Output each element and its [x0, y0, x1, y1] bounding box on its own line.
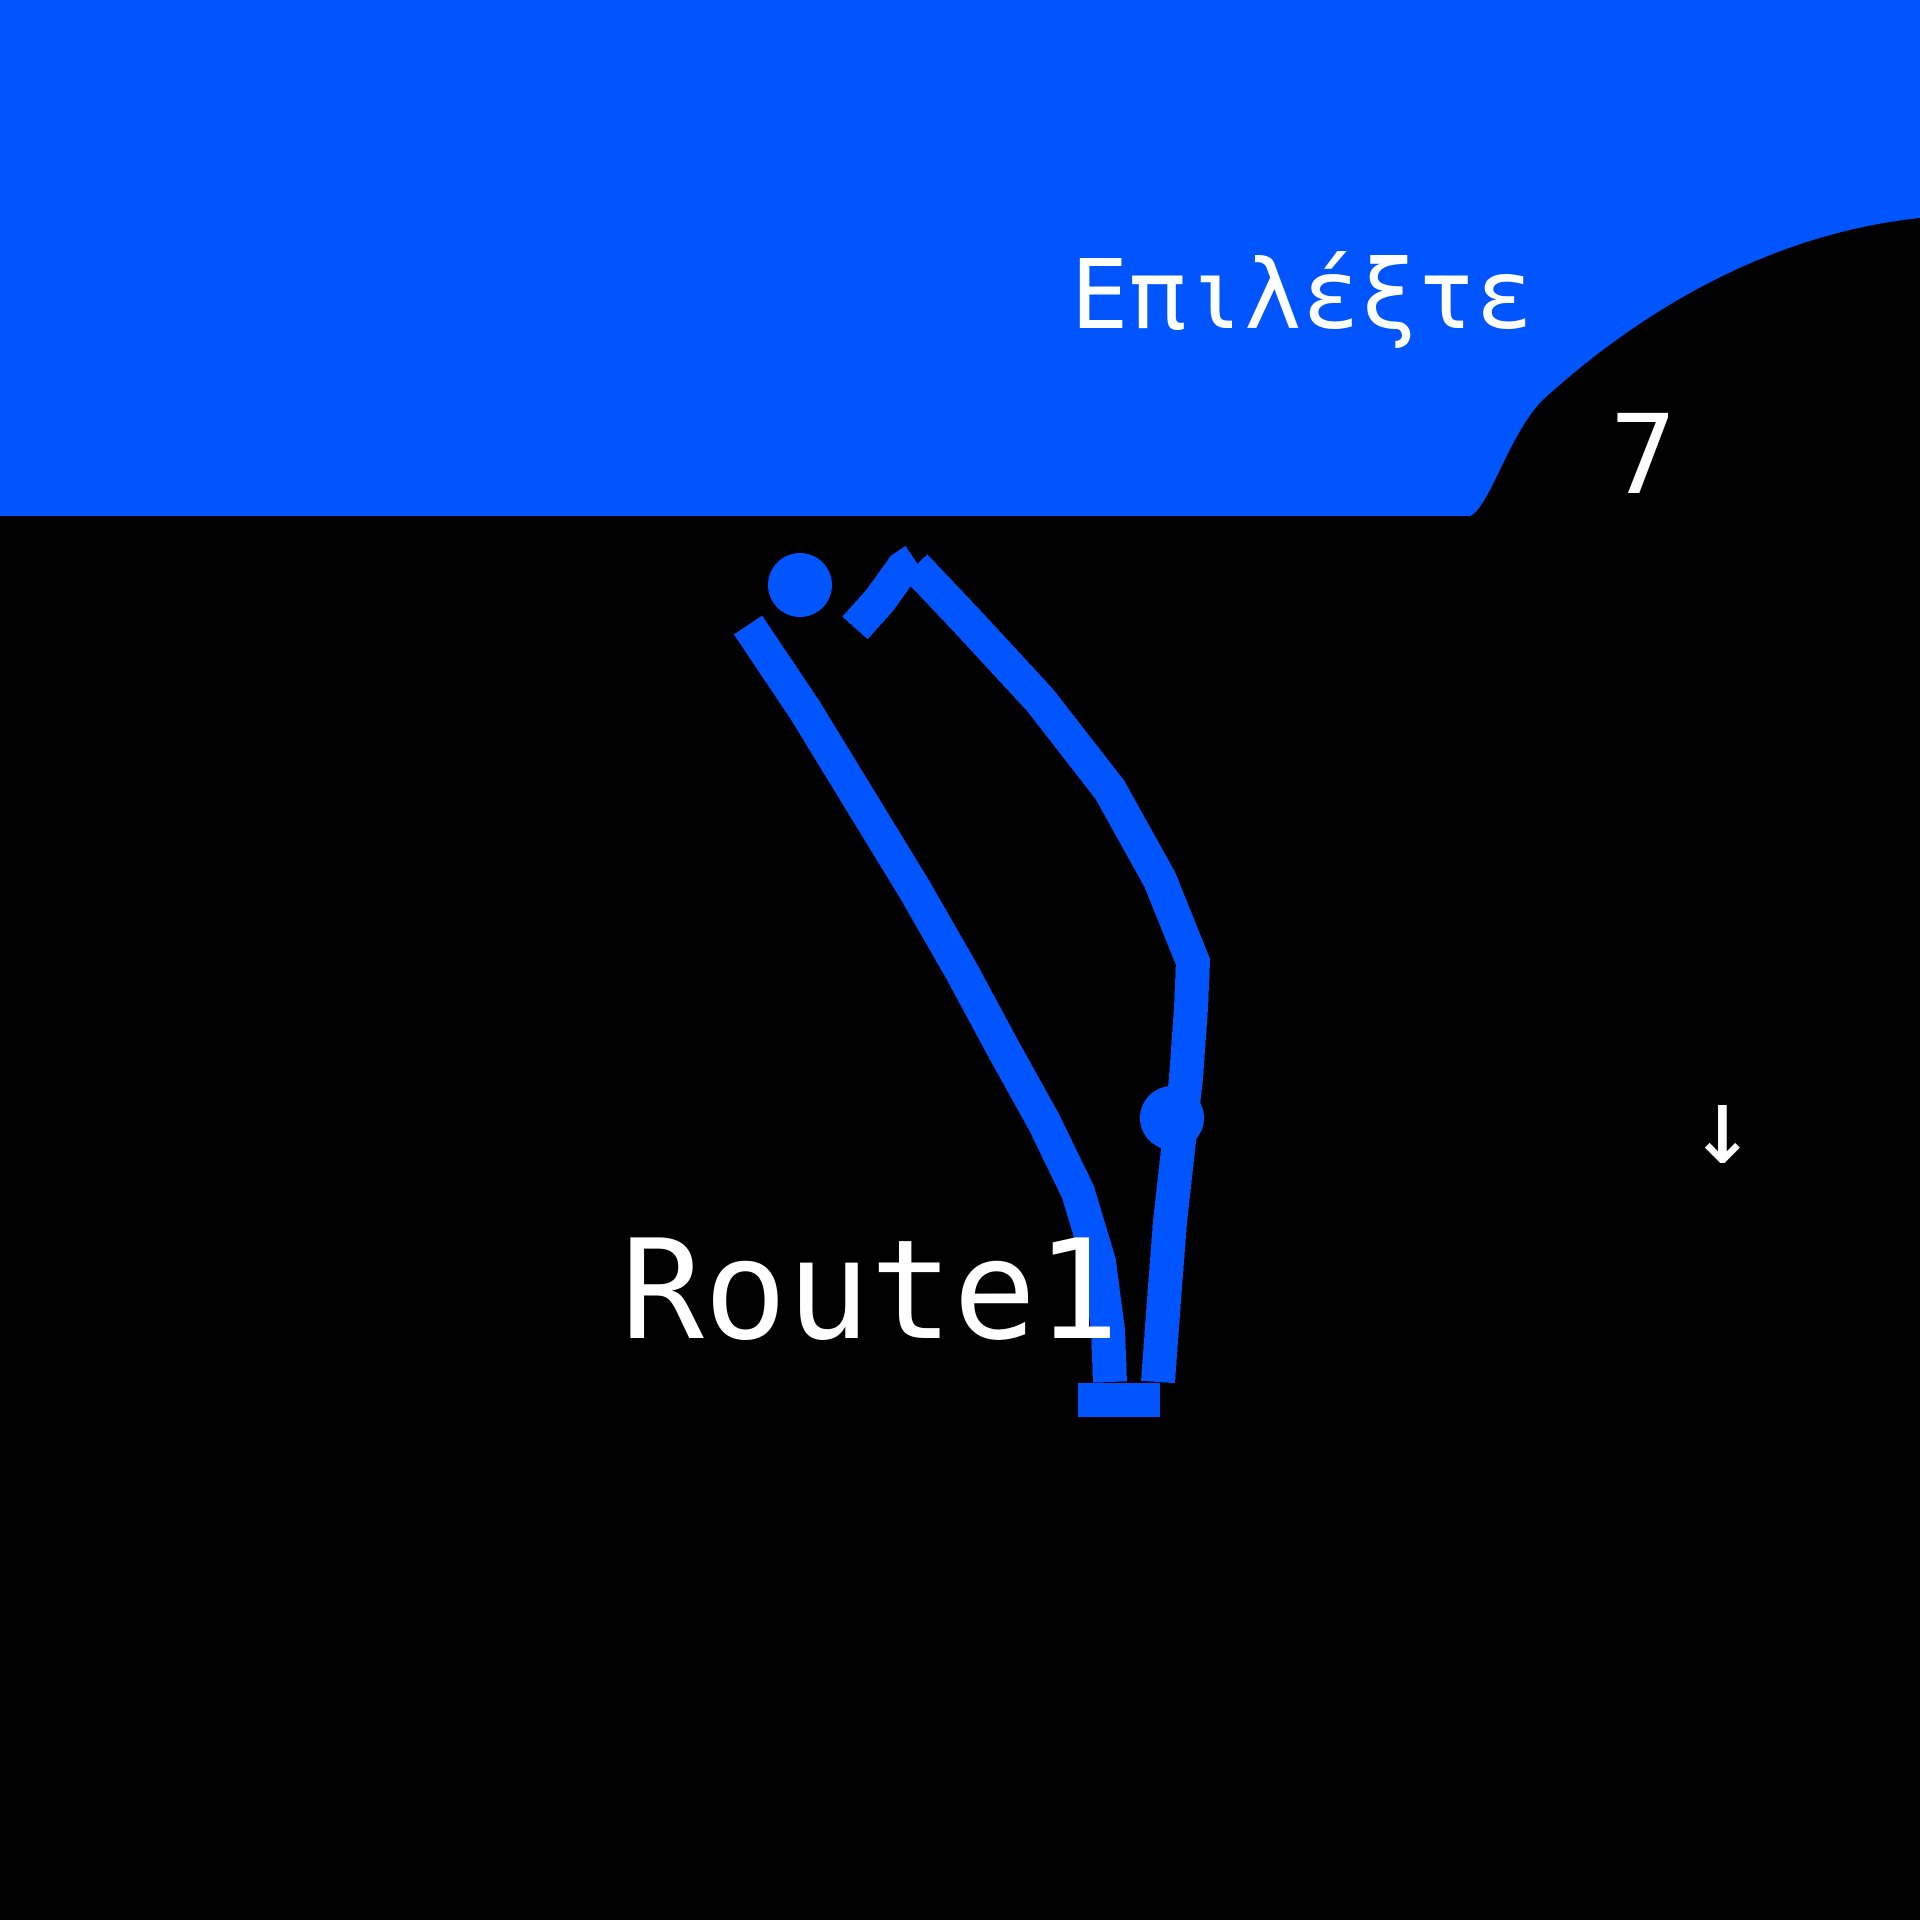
arrow-down-icon: ↓: [1690, 1064, 1756, 1189]
route-path-outbound: [733, 615, 1127, 1383]
route-label: Route1: [620, 1210, 1120, 1371]
destination-marker: [1140, 1086, 1204, 1150]
route-path-spur: [842, 545, 925, 640]
route-path-return: [902, 554, 1211, 1384]
north-indicator-icon: 7: [1610, 391, 1677, 519]
origin-marker: [768, 553, 832, 617]
header-title: Επιλέξτε: [1070, 239, 1533, 351]
